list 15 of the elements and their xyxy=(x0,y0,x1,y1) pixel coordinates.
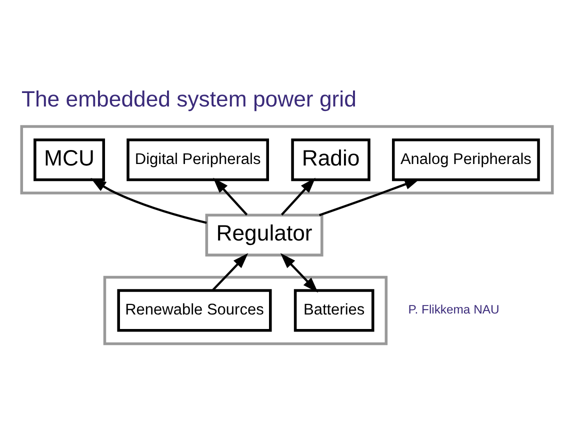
arrow xyxy=(280,252,318,292)
label: P. Flikkema NAU xyxy=(408,302,500,316)
node-box: Regulator xyxy=(205,213,324,256)
node-box: Batteries xyxy=(294,288,374,332)
diagram-title: The embedded system power grid xyxy=(21,86,356,112)
arrow xyxy=(280,177,316,216)
arrow xyxy=(213,177,248,216)
arrow xyxy=(212,252,248,290)
node-box: Renewable Sources xyxy=(117,288,272,332)
node-box: Analog Peripherals xyxy=(392,138,540,181)
arrow xyxy=(90,178,207,224)
arrow xyxy=(319,178,420,216)
node-box: Digital Peripherals xyxy=(126,138,269,181)
node-box: Radio xyxy=(291,138,370,181)
node-box: MCU xyxy=(34,138,105,181)
